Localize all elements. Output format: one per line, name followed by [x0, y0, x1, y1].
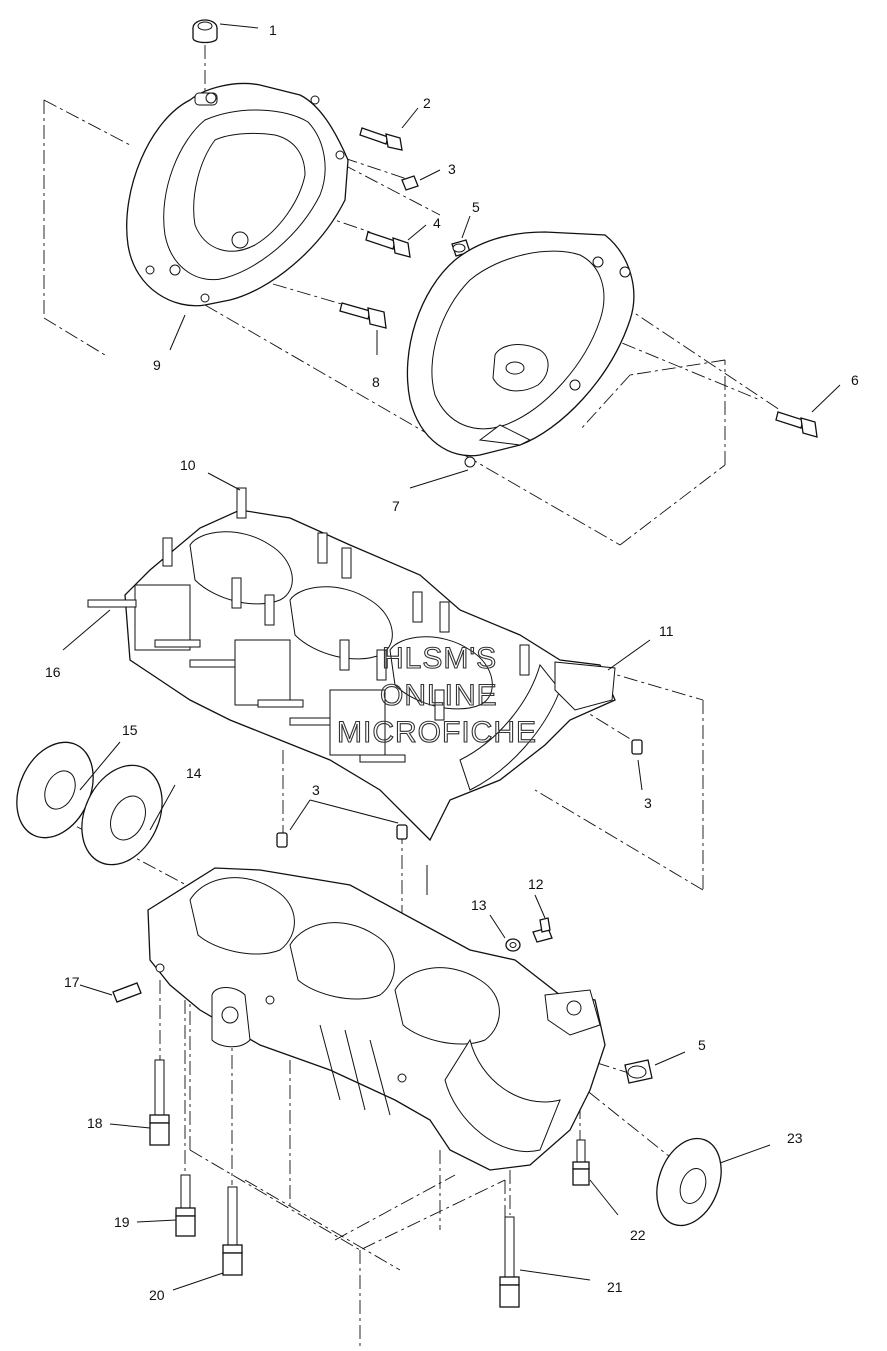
dowel-pin-3a	[401, 175, 419, 191]
bolt-22	[572, 1139, 590, 1186]
callout-1: 1	[269, 22, 277, 38]
callout-3: 3	[448, 161, 456, 177]
dowel-pins-3	[276, 739, 643, 848]
callout-17: 17	[64, 974, 80, 990]
callout-9: 9	[153, 357, 161, 373]
callout-22: 22	[630, 1227, 646, 1243]
callout-20: 20	[149, 1287, 165, 1303]
callout-6: 6	[851, 372, 859, 388]
callout-12: 12	[528, 876, 544, 892]
bolt-21	[499, 1216, 520, 1308]
callout-5-lower: 5	[698, 1037, 706, 1053]
callout-14: 14	[186, 765, 202, 781]
callout-19: 19	[114, 1214, 130, 1230]
watermark-line-3: MICROFICHE	[337, 716, 537, 749]
mag-cover-7	[406, 231, 635, 468]
callout-15: 15	[122, 722, 138, 738]
mag-housing-9	[126, 82, 349, 307]
bolt-4	[365, 231, 411, 258]
callout-2: 2	[423, 95, 431, 111]
callout-labels: 1 2 3 4 5 6 7 8 9 10 11 16 15 14 3 3 12 …	[45, 22, 859, 1303]
callout-13: 13	[471, 897, 487, 913]
callout-16: 16	[45, 664, 61, 680]
bolt-8	[339, 302, 387, 329]
watermark-line-2: ONLINE	[380, 679, 498, 712]
lower-crankcase	[147, 867, 606, 1171]
callout-18: 18	[87, 1115, 103, 1131]
callout-7: 7	[392, 498, 400, 514]
watermark-line-1: HLSM'S	[382, 642, 497, 675]
seal-23	[656, 1137, 722, 1227]
studs-16	[87, 599, 406, 763]
cap-1	[192, 19, 218, 44]
bolt-6	[775, 411, 818, 438]
bolt-20	[222, 1186, 243, 1276]
leader-lines	[62, 23, 841, 1291]
watermark: HLSM'S ONLINE MICROFICHE	[336, 641, 537, 749]
callout-21: 21	[607, 1279, 623, 1295]
seal-15	[16, 741, 94, 839]
callout-11: 11	[659, 623, 674, 639]
seal-14	[81, 764, 163, 866]
callout-10: 10	[180, 457, 196, 473]
bushing-5b	[624, 1059, 653, 1084]
upper-crankcase	[124, 509, 616, 842]
callout-4: 4	[433, 215, 441, 231]
callout-3-right: 3	[644, 795, 652, 811]
callout-3-left: 3	[312, 782, 320, 798]
callout-5: 5	[472, 199, 480, 215]
bolt-19	[175, 1174, 196, 1237]
bolt-12	[532, 917, 553, 943]
bolt-2	[359, 127, 403, 151]
callout-23: 23	[787, 1130, 803, 1146]
callout-8: 8	[372, 374, 380, 390]
bolt-18	[149, 1059, 170, 1146]
studs-10	[162, 487, 530, 721]
pin-17	[112, 982, 142, 1003]
washer-13	[505, 938, 521, 952]
